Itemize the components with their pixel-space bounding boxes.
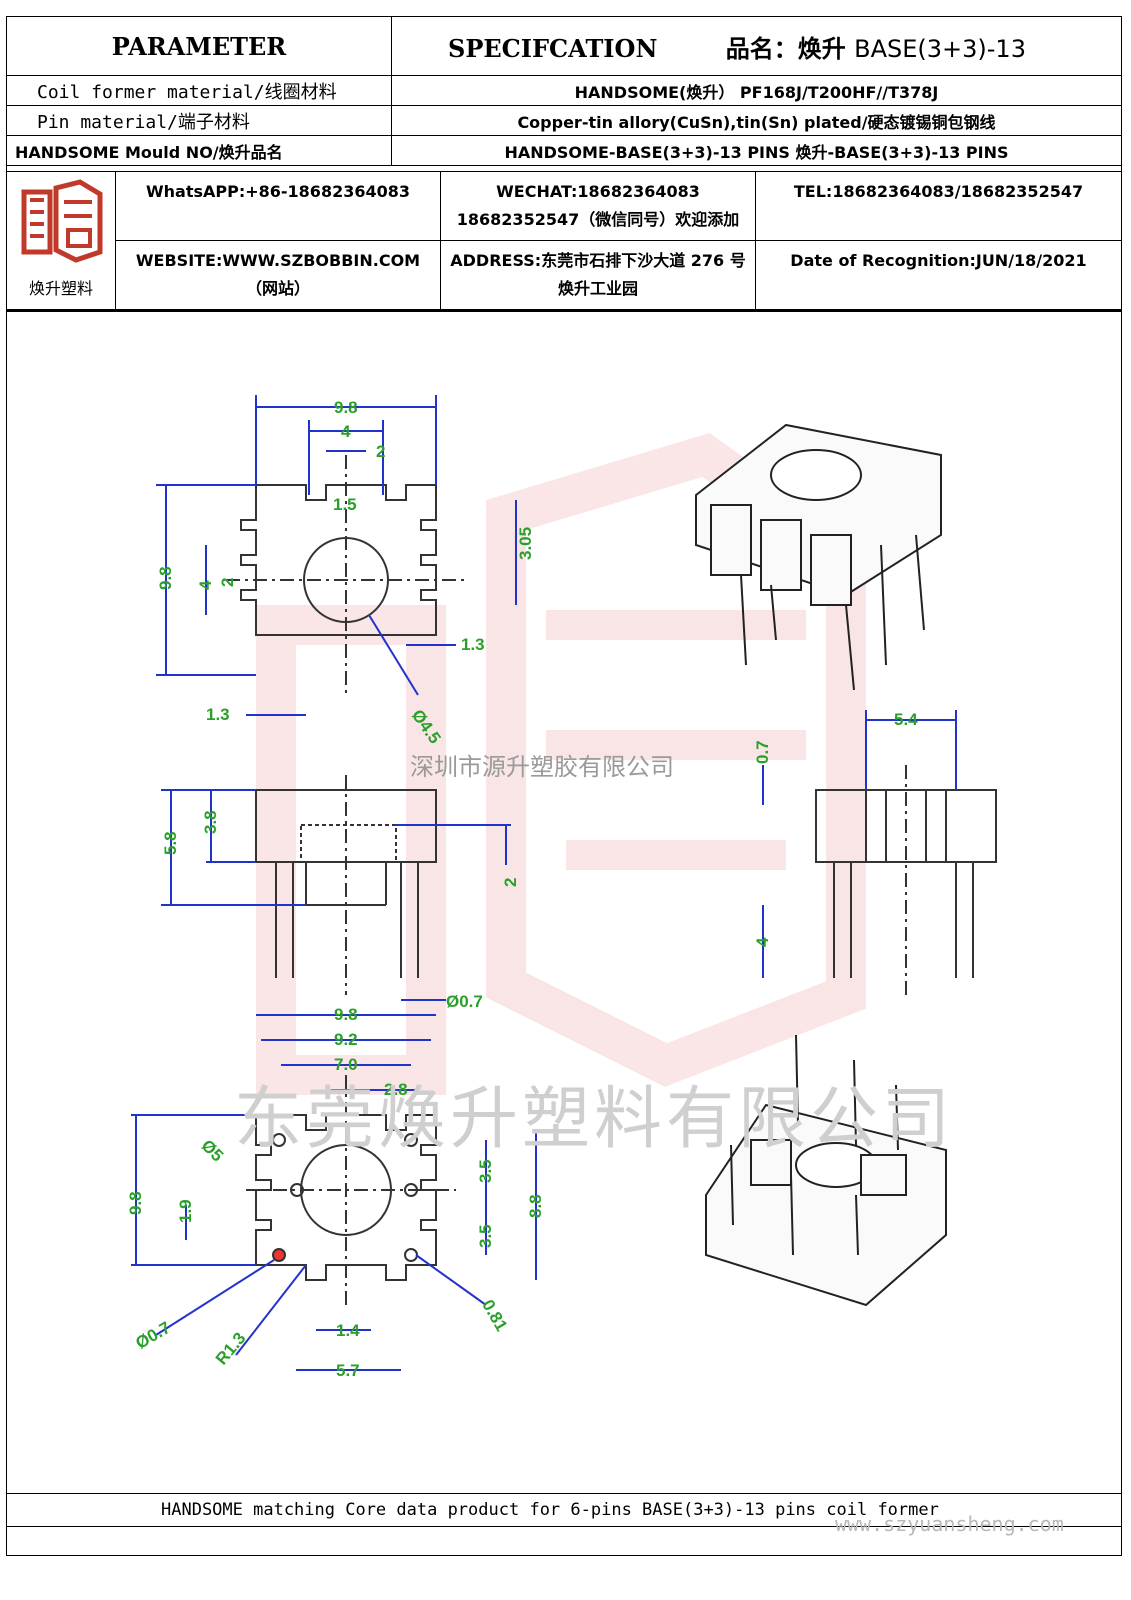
- dim-label: R1.3: [212, 1329, 250, 1369]
- dim-label: Ø0.7: [446, 992, 483, 1011]
- bottom-view: [246, 1075, 456, 1305]
- product-title: 品名：焕升 BASE(3+3)-13: [726, 34, 1026, 63]
- bottom-view-labels: Ø0.7 9.8 9.2 7.0 2.8 Ø5 3.5 9.8 1.9 8.8 …: [126, 992, 545, 1380]
- dim-label: 8.8: [526, 1194, 545, 1218]
- right-view-labels: 5.4 0.7 4: [753, 710, 918, 947]
- wechat-cell: WECHAT:18682364083 18682352547（微信同号）欢迎添加: [440, 171, 756, 241]
- dim-label: 1.3: [206, 705, 230, 724]
- dim-label: 1.9: [176, 1199, 195, 1223]
- website: WEBSITE:WWW.SZBOBBIN.COM（网站）: [115, 240, 441, 312]
- dim-label: 2: [501, 878, 520, 887]
- drawing-svg: 9.8 4 2 1.5 3.05 9.8 4 2 1.3 1.3 Ø4.5: [126, 395, 997, 1380]
- wechat-note: 18682352547（微信同号）欢迎添加: [456, 210, 740, 229]
- dim-label: 2: [218, 578, 237, 587]
- dim-label: 3.5: [476, 1224, 495, 1248]
- dim-label: 1.4: [336, 1321, 360, 1340]
- dim-label: 3.8: [201, 810, 220, 834]
- dim-label: 0.7: [753, 740, 772, 764]
- dim-label: 9.2: [334, 1030, 358, 1049]
- contact-table: 焕升塑料 WhatsAPP:+86-18682364083 WECHAT:186…: [6, 171, 1122, 312]
- top-view-labels: 9.8 4 2 1.5 3.05 9.8 4 2 1.3 1.3 Ø4.5: [156, 398, 535, 747]
- dim-label: 5.4: [894, 710, 918, 729]
- isometric-view-bottom: [705, 1034, 947, 1307]
- bottom-view-dims: [131, 999, 537, 1371]
- dim-label: 2: [376, 442, 385, 461]
- side-view-labels: 5.8 3.8 2: [161, 810, 520, 887]
- right-view: [815, 765, 997, 995]
- top-view-dims: [156, 395, 517, 716]
- param-pin-material: Pin material/端子材料: [6, 105, 392, 136]
- dim-label: 3.05: [516, 527, 535, 560]
- top-view: [226, 455, 466, 695]
- dim-label: 4: [753, 937, 772, 947]
- dim-label: Ø0.7: [132, 1318, 173, 1353]
- isometric-view-top: [695, 423, 942, 691]
- dim-label: 9.8: [334, 1005, 358, 1024]
- wechat: WECHAT:18682364083: [496, 182, 700, 201]
- dim-label: 1.5: [333, 495, 357, 514]
- company-watermark-small: 深圳市源升塑胶有限公司: [410, 753, 674, 781]
- dim-label: 9.8: [334, 398, 358, 417]
- dim-label: 9.8: [126, 1191, 145, 1215]
- logo-icon: [21, 179, 103, 263]
- dim-label: 9.8: [156, 566, 175, 590]
- specification-label: SPECIFCATION: [448, 33, 658, 63]
- logo-caption: 焕升塑料: [28, 279, 93, 298]
- parameter-header: PARAMETER: [6, 16, 392, 76]
- dim-label: 4: [196, 580, 215, 590]
- dim-label: 4: [341, 422, 351, 441]
- technical-drawing: 9.8 4 2 1.5 3.05 9.8 4 2 1.3 1.3 Ø4.5: [6, 295, 1122, 1495]
- dim-label: 7.0: [334, 1055, 358, 1074]
- dim-label: 5.7: [336, 1361, 360, 1380]
- company-watermark-big: 东莞焕升塑料有限公司: [234, 1080, 955, 1159]
- specification-header: SPECIFCATION 品名：焕升 BASE(3+3)-13: [391, 16, 1122, 76]
- recognition-date: Date of Recognition:JUN/18/2021: [755, 240, 1122, 312]
- dim-label: 3.5: [476, 1159, 495, 1183]
- param-mould-no: HANDSOME Mould NO/焕升品名: [6, 135, 392, 166]
- spec-mould-no: HANDSOME-BASE(3+3)-13 PINS 焕升-BASE(3+3)-…: [391, 135, 1122, 166]
- dim-label: Ø5: [198, 1136, 227, 1165]
- dim-label: 5.8: [161, 831, 180, 855]
- footer-note: HANDSOME matching Core data product for …: [6, 1493, 1122, 1527]
- spec-coil-material: HANDSOME(焕升） PF168J/T200HF//T378J: [391, 75, 1122, 106]
- side-view: [255, 775, 437, 995]
- dim-label: 2.8: [384, 1080, 408, 1099]
- side-view-dims: [161, 789, 511, 906]
- spec-table: PARAMETER SPECIFCATION 品名：焕升 BASE(3+3)-1…: [6, 16, 1122, 166]
- company-logo: 焕升塑料: [6, 171, 116, 312]
- dim-label: 0.81: [478, 1296, 511, 1334]
- tel: TEL:18682364083/18682352547: [755, 171, 1122, 241]
- right-view-dims: [762, 710, 957, 978]
- param-coil-material: Coil former material/线圈材料: [6, 75, 392, 106]
- dim-label: 1.3: [461, 635, 485, 654]
- whatsapp: WhatsAPP:+86-18682364083: [115, 171, 441, 241]
- product-label: 品名：焕升: [725, 33, 846, 63]
- product-name: BASE(3+3)-13: [854, 34, 1026, 63]
- footer-url: www.szyuansheng.com: [835, 1512, 1064, 1536]
- spec-pin-material: Copper-tin allory(CuSn),tin(Sn) plated/硬…: [391, 105, 1122, 136]
